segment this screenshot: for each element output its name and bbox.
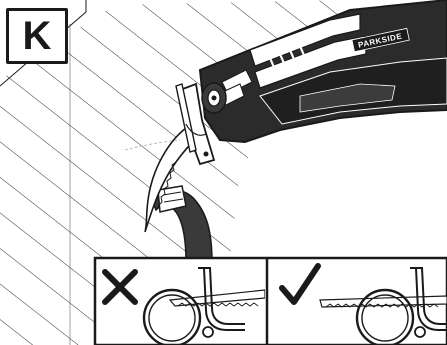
step-label: K: [6, 8, 68, 64]
